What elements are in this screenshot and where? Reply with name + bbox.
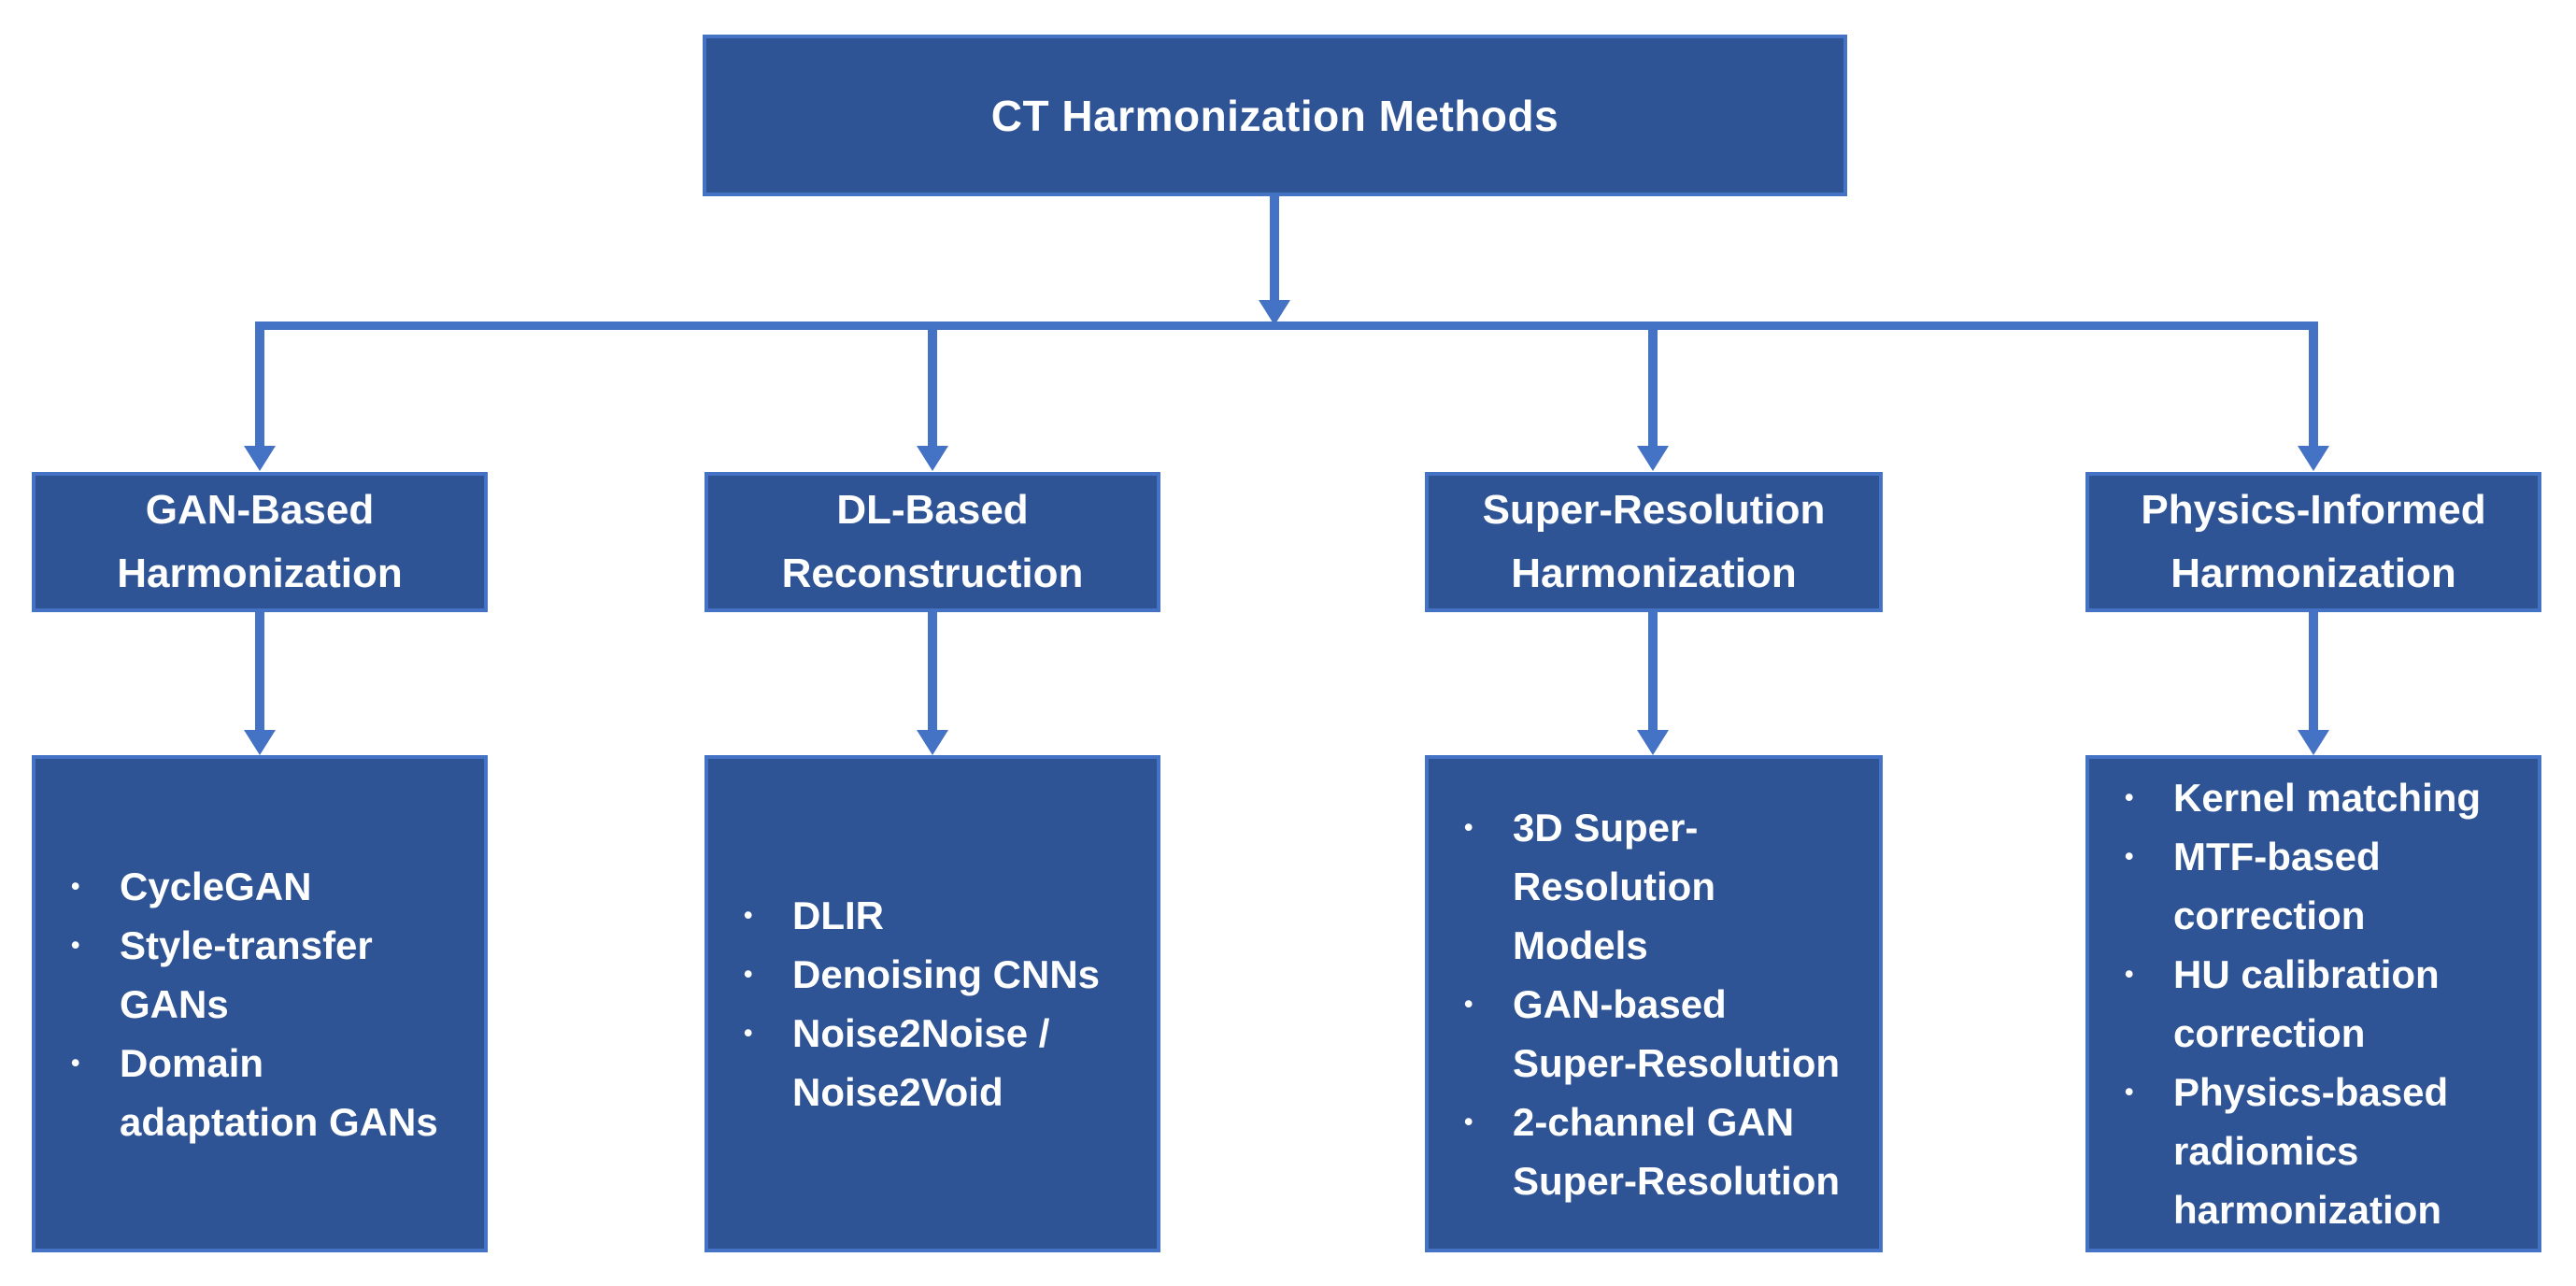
bullet-icon: • <box>744 960 753 988</box>
branch-header-label: GAN-Based Harmonization <box>117 486 403 596</box>
connector-detail-line <box>928 612 937 731</box>
list-item: • 3D Super-Resolution Models <box>1460 798 1851 975</box>
bullet-icon: • <box>71 871 80 900</box>
bullet-list: • 3D Super-Resolution Models • GAN-based… <box>1460 768 1851 1239</box>
connector-branch-line <box>1648 327 1658 447</box>
list-item-text: Domain adaptation GANs <box>120 1040 438 1144</box>
arrow-down-icon <box>917 446 948 471</box>
connector-branch-line <box>2309 327 2318 447</box>
list-item: • Denoising CNNs <box>740 945 1129 1004</box>
bullet-icon: • <box>71 1048 80 1077</box>
connector-detail-line <box>255 612 264 731</box>
branch-header-label: DL-Based Reconstruction <box>781 486 1084 596</box>
node-root-label: CT Harmonization Methods <box>990 91 1559 140</box>
list-item-text: DLIR <box>792 893 884 937</box>
branch-details-gan-based: • CycleGAN • Style-transfer GANs • Domai… <box>32 755 488 1252</box>
list-item: • Style-transfer GANs <box>67 916 456 1034</box>
bullet-icon: • <box>744 901 753 929</box>
list-item: • GAN-based Super-Resolution <box>1460 975 1851 1093</box>
bullet-icon: • <box>1464 812 1473 841</box>
arrow-down-icon <box>1259 300 1290 325</box>
bullet-icon: • <box>71 930 80 959</box>
connector-branch-line <box>255 327 264 447</box>
list-item: • Domain adaptation GANs <box>67 1034 456 1151</box>
bullet-icon: • <box>2125 842 2134 870</box>
list-item: • CycleGAN <box>67 857 456 916</box>
list-item-text: Style-transfer GANs <box>120 922 373 1026</box>
branch-header-physics-informed: Physics-Informed Harmonization <box>2085 472 2541 612</box>
branch-header-super-resolution: Super-Resolution Harmonization <box>1425 472 1883 612</box>
list-item: • Physics-based radiomics harmonization <box>2121 1063 2510 1239</box>
list-item: • MTF-based correction <box>2121 827 2510 945</box>
list-item-text: 3D Super-Resolution Models <box>1513 805 1715 967</box>
list-item-text: HU calibration correction <box>2173 952 2440 1055</box>
arrow-down-icon <box>244 446 276 471</box>
list-item: • Kernel matching <box>2121 768 2510 827</box>
node-root: CT Harmonization Methods <box>703 35 1847 196</box>
list-item-text: 2-channel GAN Super-Resolution <box>1513 1099 1841 1203</box>
bullet-icon: • <box>1464 1107 1473 1136</box>
branch-header-dl-based: DL-Based Reconstruction <box>704 472 1160 612</box>
connector-detail-line <box>1648 612 1658 731</box>
list-item-text: Denoising CNNs <box>792 952 1101 996</box>
branch-header-label: Super-Resolution Harmonization <box>1482 486 1826 596</box>
bullet-icon: • <box>2125 960 2134 988</box>
branch-header-gan-based: GAN-Based Harmonization <box>32 472 488 612</box>
branch-header-label: Physics-Informed Harmonization <box>2141 486 2486 596</box>
arrow-down-icon <box>2298 446 2329 471</box>
bullet-icon: • <box>1464 989 1473 1018</box>
connector-trunk-line <box>1270 196 1279 303</box>
branch-details-physics-informed: • Kernel matching • MTF-based correction… <box>2085 755 2541 1252</box>
bullet-list: • DLIR • Denoising CNNs • Noise2Noise / … <box>740 768 1129 1239</box>
list-item-text: Physics-based radiomics harmonization <box>2173 1070 2449 1232</box>
list-item: • HU calibration correction <box>2121 945 2510 1063</box>
bullet-icon: • <box>2125 1078 2134 1106</box>
bullet-list: • Kernel matching • MTF-based correction… <box>2121 768 2510 1239</box>
list-item: • DLIR <box>740 886 1129 945</box>
branch-details-super-resolution: • 3D Super-Resolution Models • GAN-based… <box>1425 755 1883 1252</box>
connector-detail-line <box>2309 612 2318 731</box>
arrow-down-icon <box>244 730 276 755</box>
bullet-icon: • <box>2125 783 2134 811</box>
arrow-down-icon <box>1637 446 1669 471</box>
list-item-text: Noise2Noise / Noise2Void <box>792 1011 1050 1114</box>
list-item: • Noise2Noise / Noise2Void <box>740 1004 1129 1122</box>
connector-horizontal-line <box>255 322 2318 330</box>
branch-details-dl-based: • DLIR • Denoising CNNs • Noise2Noise / … <box>704 755 1160 1252</box>
list-item-text: Kernel matching <box>2173 776 2482 820</box>
bullet-icon: • <box>744 1019 753 1047</box>
bullet-list: • CycleGAN • Style-transfer GANs • Domai… <box>67 768 456 1239</box>
list-item-text: GAN-based Super-Resolution <box>1513 981 1841 1085</box>
arrow-down-icon <box>917 730 948 755</box>
list-item-text: CycleGAN <box>120 864 312 908</box>
list-item-text: MTF-based correction <box>2173 835 2381 937</box>
list-item: • 2-channel GAN Super-Resolution <box>1460 1093 1851 1210</box>
arrow-down-icon <box>1637 730 1669 755</box>
arrow-down-icon <box>2298 730 2329 755</box>
connector-branch-line <box>928 327 937 447</box>
